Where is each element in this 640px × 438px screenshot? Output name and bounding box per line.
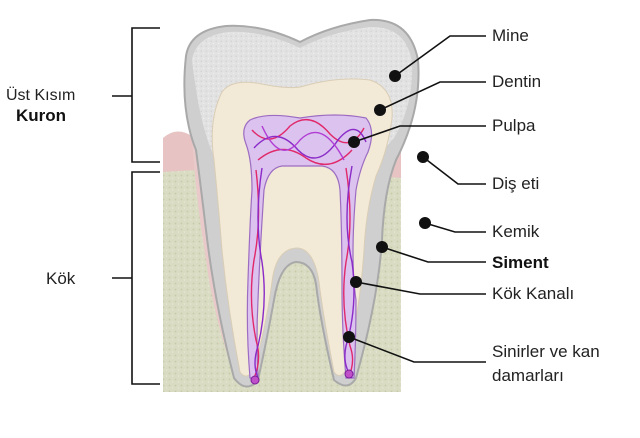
crown-bracket [112, 27, 160, 163]
root-bracket [112, 171, 160, 385]
label-kemik: Kemik [492, 222, 540, 241]
label-mine: Mine [492, 26, 529, 45]
label-dentin: Dentin [492, 72, 542, 91]
crown-label-line1: Üst Kısım [6, 87, 76, 104]
pulp-region [243, 114, 373, 379]
label-sinirler-line1: Sinirler ve kan [492, 342, 600, 361]
label-pulpa: Pulpa [492, 116, 536, 135]
pointer-dots [343, 70, 431, 343]
label-dis-eti: Diş eti [492, 174, 540, 193]
root-tip-left [250, 375, 260, 385]
label-kok-kanali: Kök Kanalı [492, 284, 575, 303]
root-tip-right [344, 369, 354, 379]
crown-label-line2: Kuron [16, 106, 67, 125]
root-label: Kök [46, 269, 76, 288]
label-siment: Siment [492, 253, 549, 272]
label-sinirler-line2: damarları [492, 366, 564, 385]
pointer-lines [348, 35, 486, 363]
